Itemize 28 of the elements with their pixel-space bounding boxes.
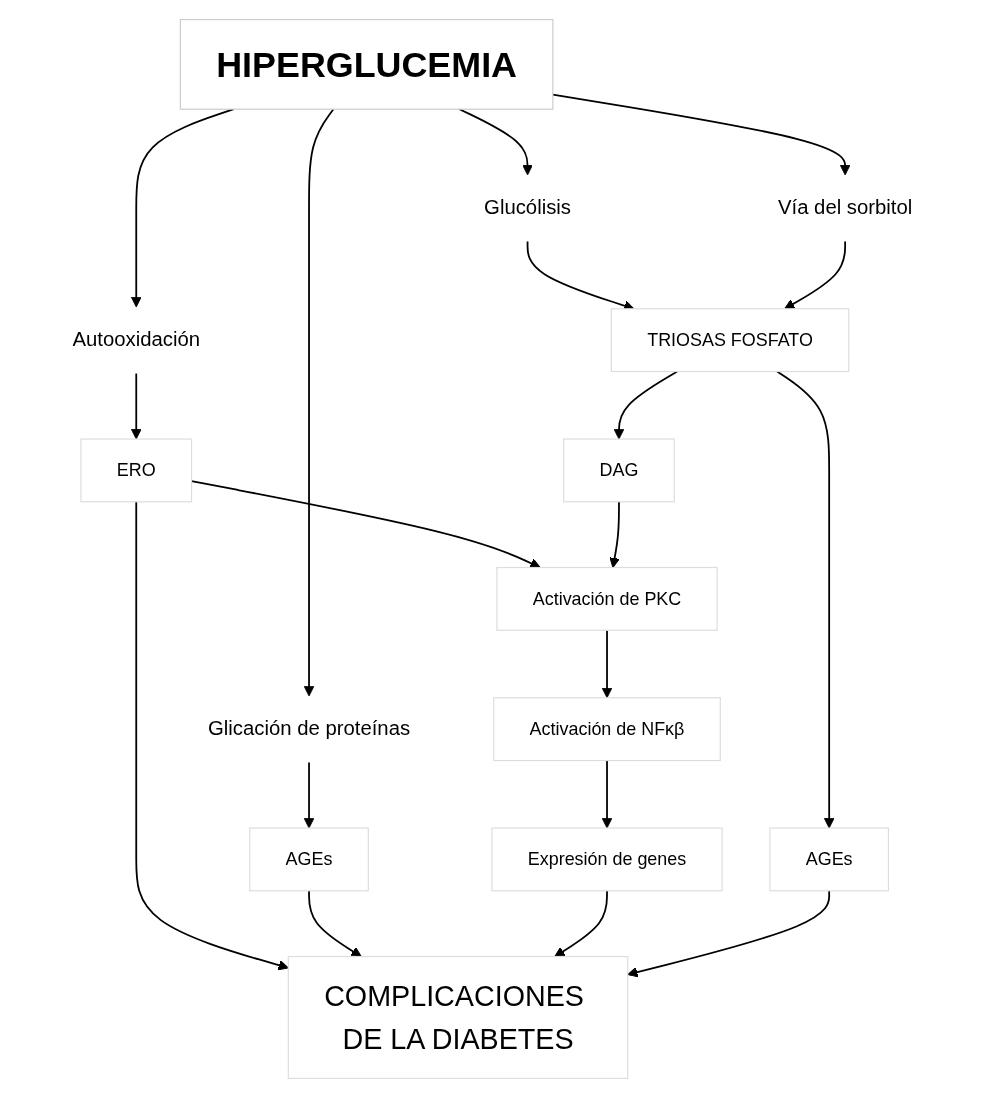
arrow <box>613 370 679 440</box>
arrow <box>303 108 335 697</box>
node-box: TRIOSAS FOSFATO <box>610 308 850 373</box>
node-box: ERO <box>80 438 193 503</box>
node-box: DAG <box>563 438 675 503</box>
node-text: Vía del sorbitol <box>778 196 913 220</box>
arrow <box>308 889 362 957</box>
arrow <box>554 889 609 957</box>
node-text: Autooxidación <box>72 328 201 352</box>
node-box: HIPERGLUCEMIA <box>179 18 554 110</box>
arrow <box>784 240 847 310</box>
node-text: Glucólisis <box>484 196 572 220</box>
node-box: COMPLICACIONES DE LA DIABETES <box>287 955 629 1079</box>
node-box: Expresión de genes <box>491 827 723 892</box>
arrow <box>601 629 613 699</box>
arrow <box>776 370 835 829</box>
node-box: AGEs <box>249 827 370 892</box>
node-box: Activación de PKC <box>496 566 718 631</box>
node-box: AGEs <box>769 827 890 892</box>
arrow <box>458 108 533 176</box>
arrow <box>135 500 289 971</box>
node-box: Activación de NFκβ <box>493 697 721 762</box>
node-text: Glicación de proteínas <box>208 717 411 741</box>
arrow <box>601 759 613 829</box>
arrow <box>303 761 315 829</box>
arrow <box>609 500 620 568</box>
arrow <box>131 372 142 440</box>
arrow <box>627 889 831 978</box>
